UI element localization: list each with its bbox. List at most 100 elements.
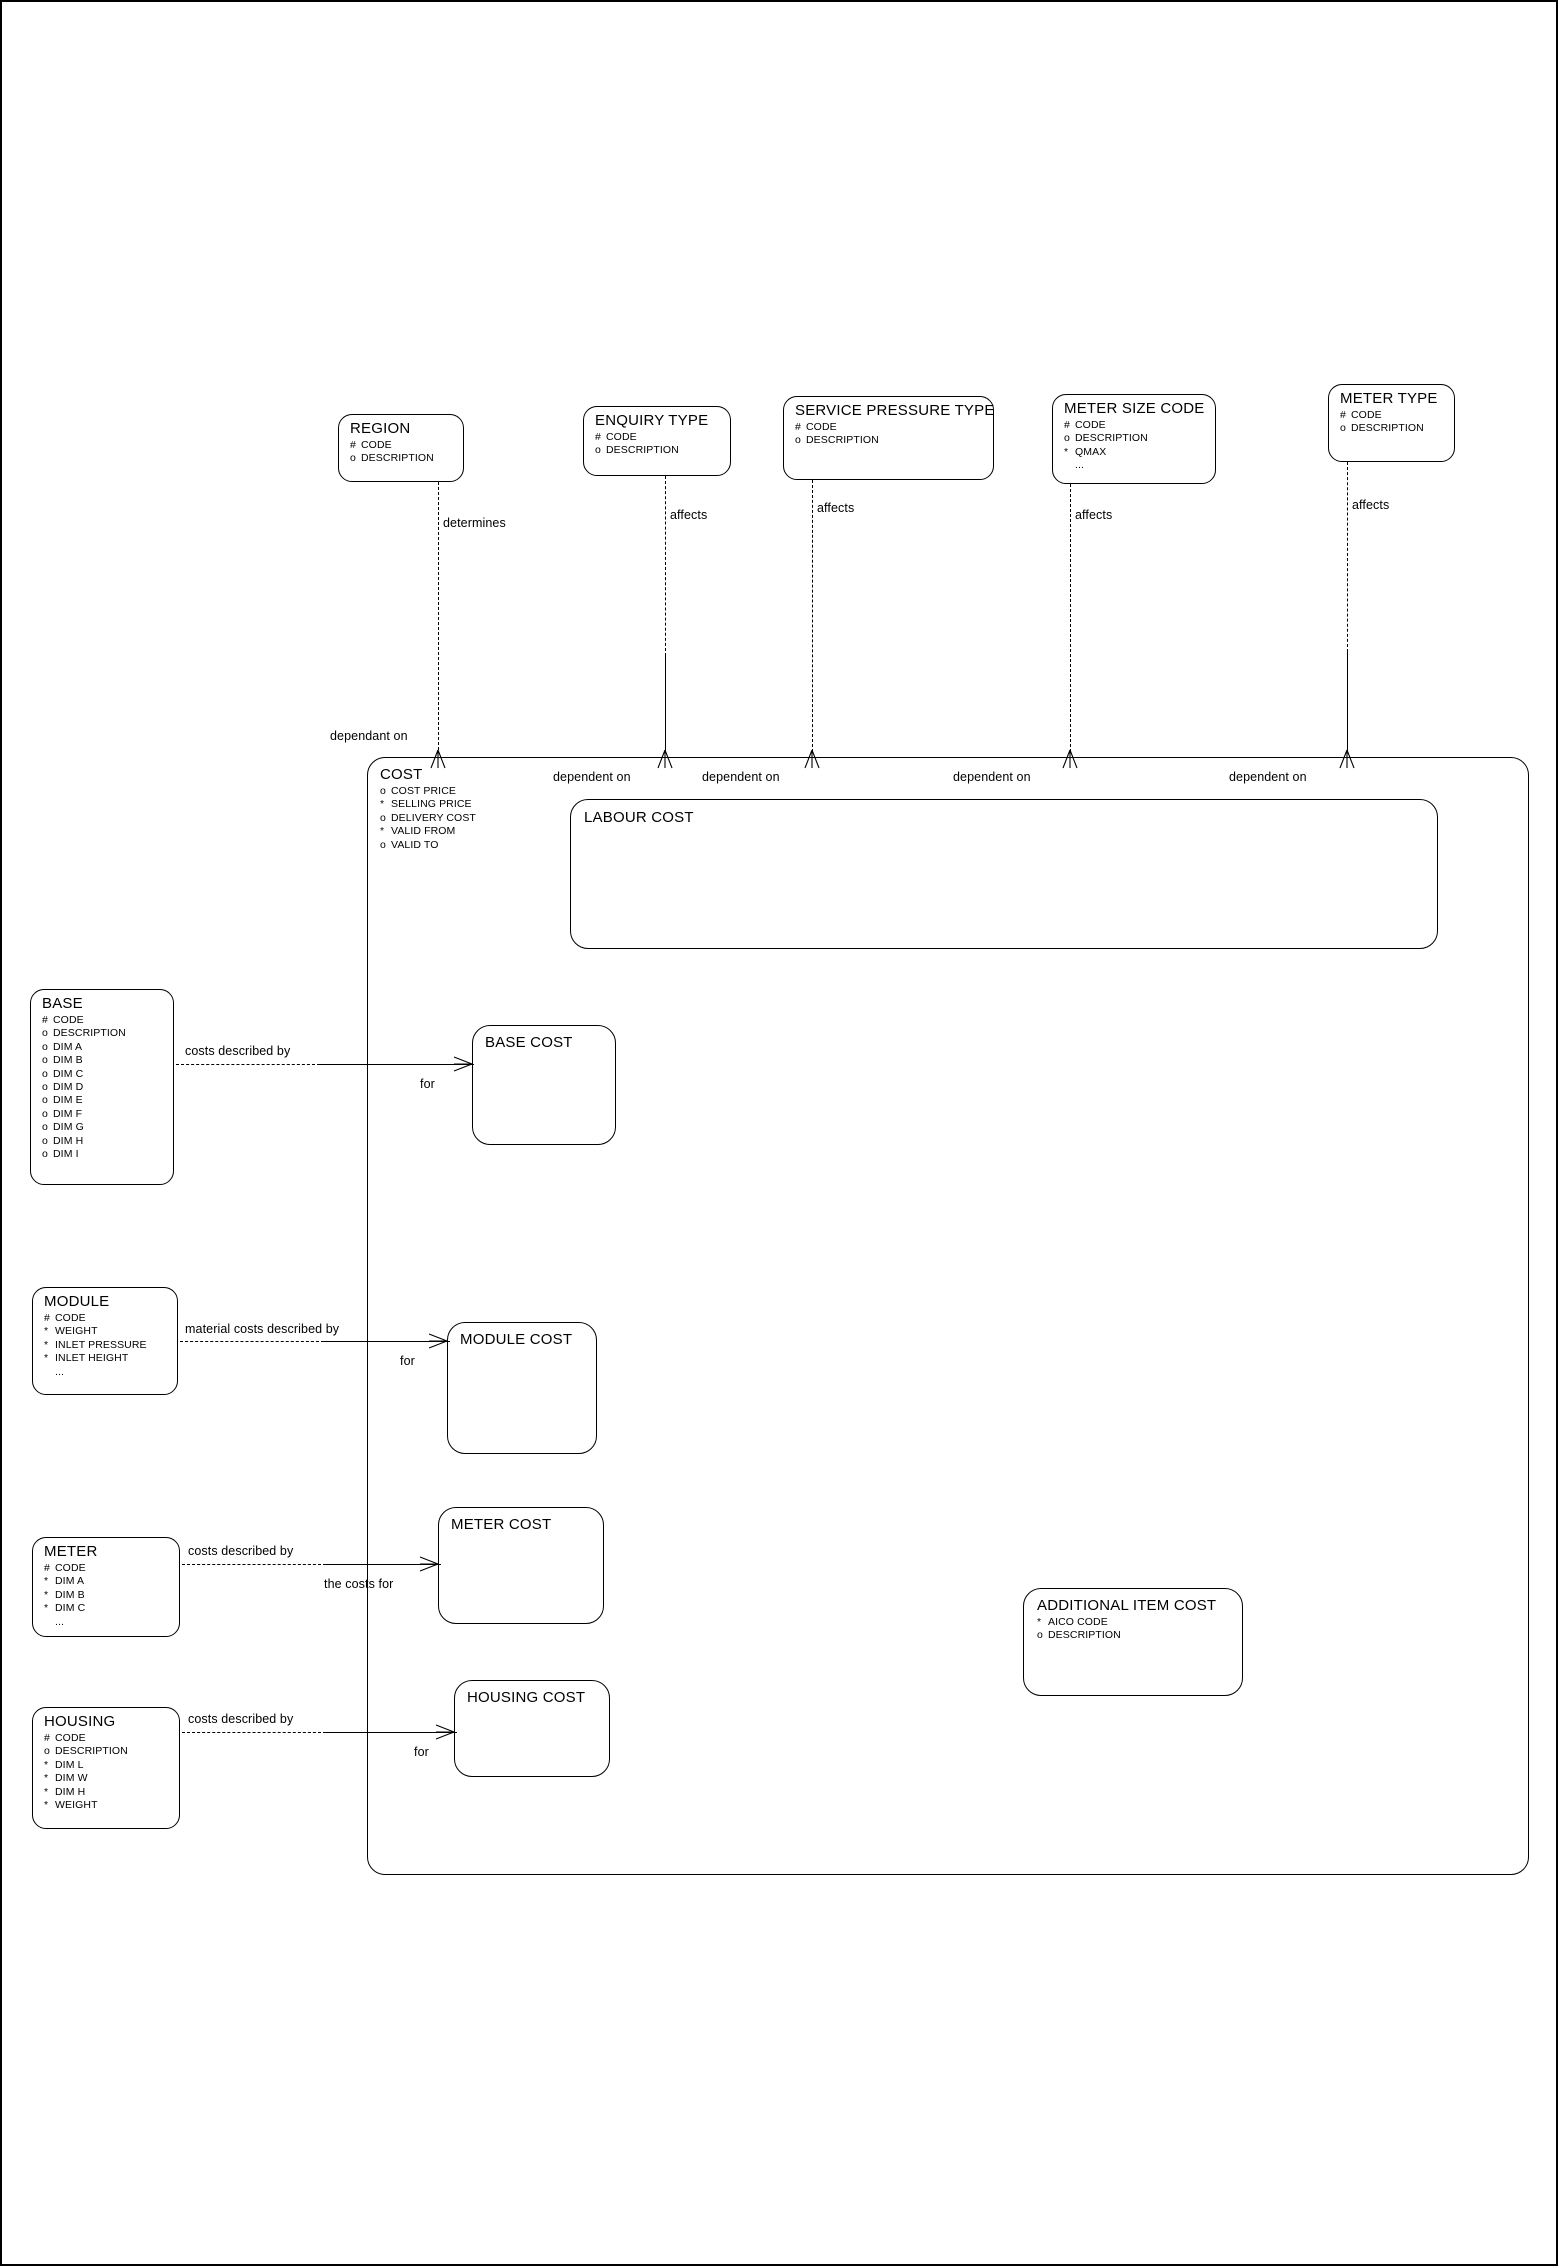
attribute-row: *DIM W — [44, 1772, 170, 1785]
attribute-marker: o — [42, 1107, 48, 1120]
entity-housing-name: HOUSING — [44, 1713, 116, 1730]
entity-module-attributes: # CODE * WEIGHT *INLET PRESSURE * INLET HEI… — [44, 1312, 168, 1379]
attribute-row: * DIM H — [44, 1786, 170, 1799]
attribute-row: #CODE — [42, 1014, 164, 1027]
label-module-material-costs-described-by: material costs described by — [185, 1322, 340, 1336]
attribute-marker: o — [42, 1148, 48, 1161]
entity-base-cost[interactable]: BASE COST — [472, 1025, 616, 1145]
attribute-row: *INLET PRESSURE — [44, 1339, 168, 1352]
attribute-row: #CODE — [44, 1562, 170, 1575]
attribute-row: ... — [1064, 459, 1206, 472]
attribute-label: DESCRIPTION — [806, 434, 879, 447]
attribute-label: DIM D — [53, 1081, 84, 1094]
attribute-label: WEIGHT — [55, 1325, 98, 1338]
entity-module-cost[interactable]: MODULE COST — [447, 1322, 597, 1454]
label-enquiry-affects: affects — [670, 508, 708, 522]
entity-meter[interactable]: METER #CODE *DIM A *DIM B *DIM C ... — [32, 1537, 180, 1637]
entity-enquiry-type-name: ENQUIRY TYPE — [595, 412, 709, 429]
attribute-marker: o — [42, 1054, 48, 1067]
attribute-marker: # — [44, 1732, 50, 1744]
attribute-row: *VALID FROM — [380, 825, 1528, 838]
attribute-label: DIM W — [55, 1772, 88, 1785]
attribute-label: INLET HEIGHT — [55, 1352, 129, 1365]
entity-labour-cost[interactable]: LABOUR COST — [570, 799, 1438, 949]
attribute-label: DESCRIPTION — [55, 1745, 128, 1758]
attribute-label: VALID TO — [391, 838, 439, 851]
label-cost-dependent-on-metersize: dependent on — [953, 770, 1031, 784]
attribute-label: DELIVERY COST — [391, 811, 476, 824]
attribute-marker: * — [44, 1338, 49, 1351]
attribute-label: ... — [55, 1615, 65, 1628]
attribute-marker: o — [42, 1027, 48, 1040]
attribute-label: DIM F — [53, 1107, 83, 1120]
attribute-marker: # — [44, 1312, 50, 1324]
attribute-label: CODE — [55, 1312, 86, 1324]
entity-housing-cost[interactable]: HOUSING COST — [454, 1680, 610, 1777]
attribute-marker: * — [44, 1758, 49, 1771]
entity-housing-cost-name: HOUSING COST — [467, 1689, 586, 1706]
attribute-label: DIM H — [55, 1785, 86, 1798]
attribute-row: #CODE — [795, 421, 984, 434]
connector-housing-housingcost-dashed — [182, 1732, 326, 1733]
attribute-label: DESCRIPTION — [606, 444, 679, 457]
attribute-row: * INLET HEIGHT — [44, 1352, 168, 1365]
attribute-marker: * — [44, 1785, 49, 1798]
label-base-costs-described-by: costs described by — [185, 1044, 291, 1058]
attribute-row: *AICO CODE — [1037, 1616, 1242, 1629]
entity-meter-cost[interactable]: METER COST — [438, 1507, 604, 1624]
entity-meter-type-name: METER TYPE — [1340, 390, 1438, 407]
attribute-label: DIM E — [53, 1094, 83, 1107]
label-modulecost-for: for — [400, 1354, 415, 1368]
attribute-marker: # — [42, 1014, 48, 1026]
label-cost-dependant-on-region: dependant on — [330, 729, 408, 743]
attribute-row: *DIM L — [44, 1759, 170, 1772]
attribute-label: CODE — [606, 431, 637, 443]
attribute-row: ... — [44, 1366, 168, 1379]
attribute-label: VALID FROM — [391, 825, 456, 838]
label-metercost-the-costs-for: the costs for — [324, 1577, 394, 1591]
attribute-marker: o — [42, 1040, 48, 1053]
attribute-label: CODE — [1075, 419, 1106, 431]
entity-base-name: BASE — [42, 995, 83, 1012]
attribute-label: QMAX — [1075, 445, 1107, 458]
attribute-label: DESCRIPTION — [361, 452, 434, 465]
connector-metertype-cost-dashed — [1347, 462, 1348, 652]
label-housingcost-for: for — [414, 1745, 429, 1759]
connector-housing-housingcost-solid — [324, 1732, 457, 1733]
entity-module[interactable]: MODULE #CODE *WEIGHT *INLET PRESSURE *IN… — [32, 1287, 178, 1395]
attribute-marker: o — [350, 452, 356, 465]
attribute-marker: # — [1064, 419, 1070, 431]
attribute-row: *WEIGHT — [44, 1799, 170, 1812]
attribute-marker: * — [44, 1352, 49, 1365]
attribute-marker: * — [44, 1575, 49, 1588]
attribute-marker: o — [595, 444, 601, 457]
attribute-label: DIM A — [53, 1040, 83, 1053]
attribute-label: SELLING PRICE — [391, 798, 472, 811]
attribute-marker: o — [380, 838, 386, 851]
entity-meter-name: METER — [44, 1543, 98, 1560]
attribute-marker: * — [380, 798, 385, 811]
